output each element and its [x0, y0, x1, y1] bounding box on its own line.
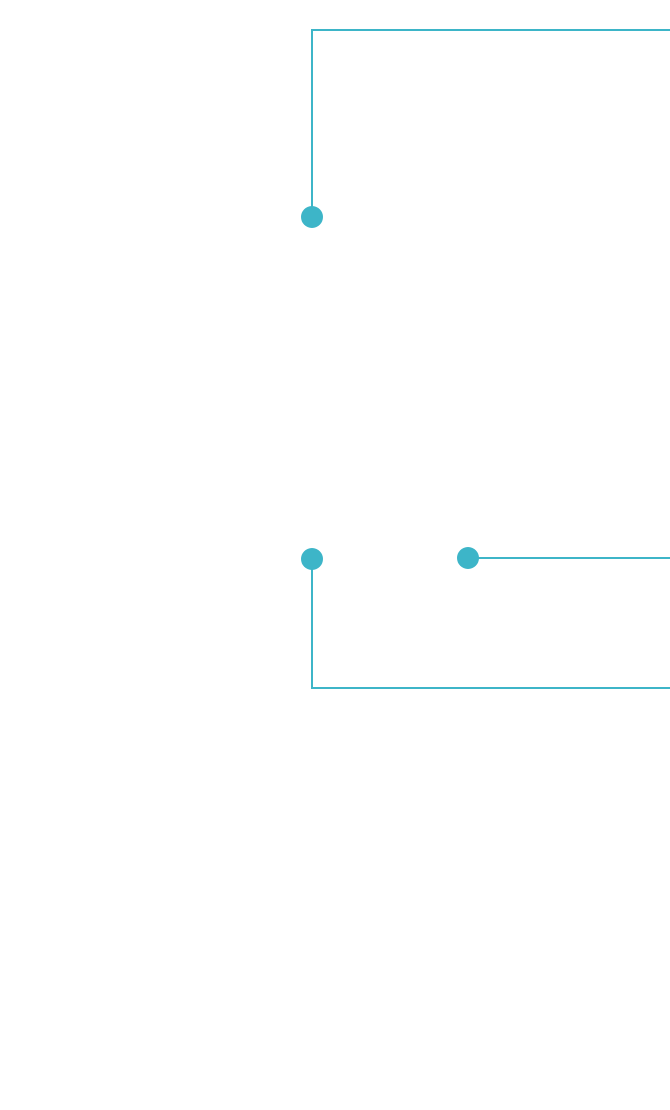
bottom-bracket-line [311, 559, 670, 689]
middle-line-dot [457, 547, 479, 569]
connector-top-bracket [301, 29, 670, 228]
connector-middle-line [457, 547, 670, 569]
bottom-bracket-dot [301, 548, 323, 570]
top-bracket-dot [301, 206, 323, 228]
top-bracket-line [311, 29, 670, 217]
connector-bottom-bracket [301, 548, 670, 689]
